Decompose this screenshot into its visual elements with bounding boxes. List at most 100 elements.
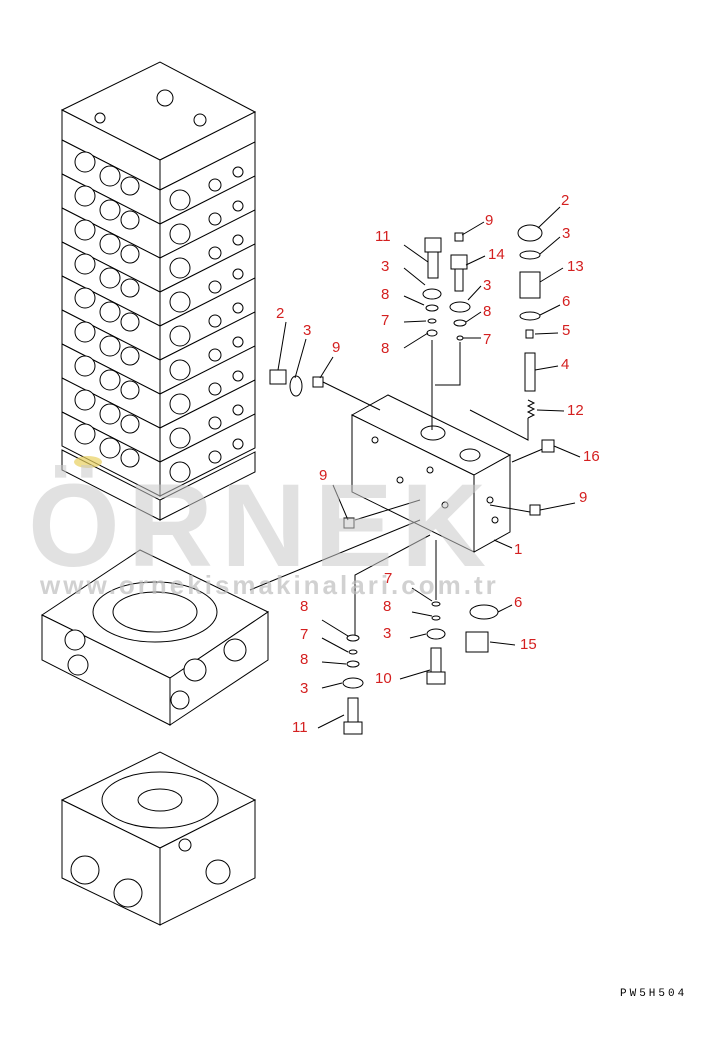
- port-hole: [232, 302, 244, 314]
- port-hole: [74, 219, 96, 241]
- port-hole: [120, 210, 140, 230]
- port-hole: [232, 438, 244, 450]
- port-hole: [74, 151, 96, 173]
- port-hole: [74, 253, 96, 275]
- port-hole: [99, 165, 121, 187]
- leader-lines: [277, 206, 581, 729]
- callout-7: 7: [483, 331, 491, 348]
- watermark: ÖRNEK www.ornekismakinalari.com.tr: [28, 460, 499, 600]
- port-hole: [208, 450, 222, 464]
- port-hole: [208, 416, 222, 430]
- callout-11: 11: [375, 228, 391, 245]
- callout-3: 3: [483, 277, 491, 294]
- callout-3: 3: [303, 322, 311, 339]
- port-hole: [120, 176, 140, 196]
- port-hole: [169, 359, 191, 381]
- port-hole: [232, 370, 244, 382]
- port-hole: [120, 448, 140, 468]
- port-hole: [169, 223, 191, 245]
- callout-6: 6: [514, 594, 522, 611]
- port-hole: [169, 325, 191, 347]
- port-hole: [232, 336, 244, 348]
- port-hole: [208, 178, 222, 192]
- port-hole: [120, 414, 140, 434]
- port-hole: [169, 189, 191, 211]
- port-hole: [74, 185, 96, 207]
- callout-3: 3: [300, 680, 308, 697]
- callout-7: 7: [381, 312, 389, 329]
- callout-2: 2: [276, 305, 284, 322]
- port-hole: [120, 278, 140, 298]
- callout-3: 3: [383, 625, 391, 642]
- watermark-brand: ÖRNEK: [28, 460, 494, 592]
- port-hole: [169, 291, 191, 313]
- port-hole: [169, 427, 191, 449]
- callout-3: 3: [381, 258, 389, 275]
- callout-12: 12: [567, 402, 584, 419]
- port-hole: [99, 301, 121, 323]
- callout-5: 5: [562, 322, 570, 339]
- port-hole: [169, 461, 191, 483]
- port-hole: [99, 199, 121, 221]
- port-hole: [74, 321, 96, 343]
- port-hole: [232, 166, 244, 178]
- callout-9: 9: [579, 489, 587, 506]
- port-hole: [99, 267, 121, 289]
- callout-1: 1: [514, 541, 522, 558]
- callout-9: 9: [485, 212, 493, 229]
- valve-cover-drawing: [60, 751, 257, 926]
- callout-labels: 11 9 2 3 14 3 13 3 8 6 8 7 5 7 8 4 12 16…: [276, 192, 600, 736]
- drawing-code: PW5H504: [620, 988, 687, 1000]
- port-hole: [208, 212, 222, 226]
- callout-15: 15: [520, 636, 537, 653]
- valve-stack-drawing: [60, 61, 257, 521]
- port-hole: [120, 346, 140, 366]
- port-hole: [120, 312, 140, 332]
- port-hole: [169, 257, 191, 279]
- port-hole: [74, 287, 96, 309]
- valve-section-drawing: [40, 549, 270, 726]
- port-hole: [120, 380, 140, 400]
- relief-valve-body: [350, 394, 512, 553]
- callout-3: 3: [562, 225, 570, 242]
- callout-9: 9: [332, 339, 340, 356]
- port-hole: [208, 280, 222, 294]
- callout-9: 9: [319, 467, 327, 484]
- callout-8: 8: [383, 598, 391, 615]
- port-hole: [169, 393, 191, 415]
- watermark-url: www.ornekismakinalari.com.tr: [39, 570, 499, 600]
- port-hole: [120, 244, 140, 264]
- callout-14: 14: [488, 246, 505, 263]
- callout-4: 4: [561, 356, 569, 373]
- port-hole: [99, 233, 121, 255]
- port-hole: [99, 403, 121, 425]
- callout-8: 8: [381, 286, 389, 303]
- callout-6: 6: [562, 293, 570, 310]
- small-parts: [249, 224, 555, 735]
- callout-7: 7: [384, 570, 392, 587]
- port-hole: [74, 389, 96, 411]
- callout-11: 11: [292, 719, 308, 736]
- callout-16: 16: [583, 448, 600, 465]
- callout-7: 7: [300, 626, 308, 643]
- port-hole: [232, 200, 244, 212]
- port-hole: [74, 355, 96, 377]
- callout-2: 2: [561, 192, 569, 209]
- callout-8: 8: [300, 651, 308, 668]
- callout-13: 13: [567, 258, 584, 275]
- port-hole: [208, 246, 222, 260]
- port-hole: [232, 404, 244, 416]
- callout-10: 10: [375, 670, 392, 687]
- port-hole: [99, 335, 121, 357]
- callout-8: 8: [381, 340, 389, 357]
- port-hole: [208, 382, 222, 396]
- port-hole: [99, 369, 121, 391]
- port-hole: [232, 234, 244, 246]
- port-hole: [232, 268, 244, 280]
- port-hole: [99, 437, 121, 459]
- port-hole: [208, 314, 222, 328]
- callout-8: 8: [300, 598, 308, 615]
- port-hole: [208, 348, 222, 362]
- port-hole: [74, 423, 96, 445]
